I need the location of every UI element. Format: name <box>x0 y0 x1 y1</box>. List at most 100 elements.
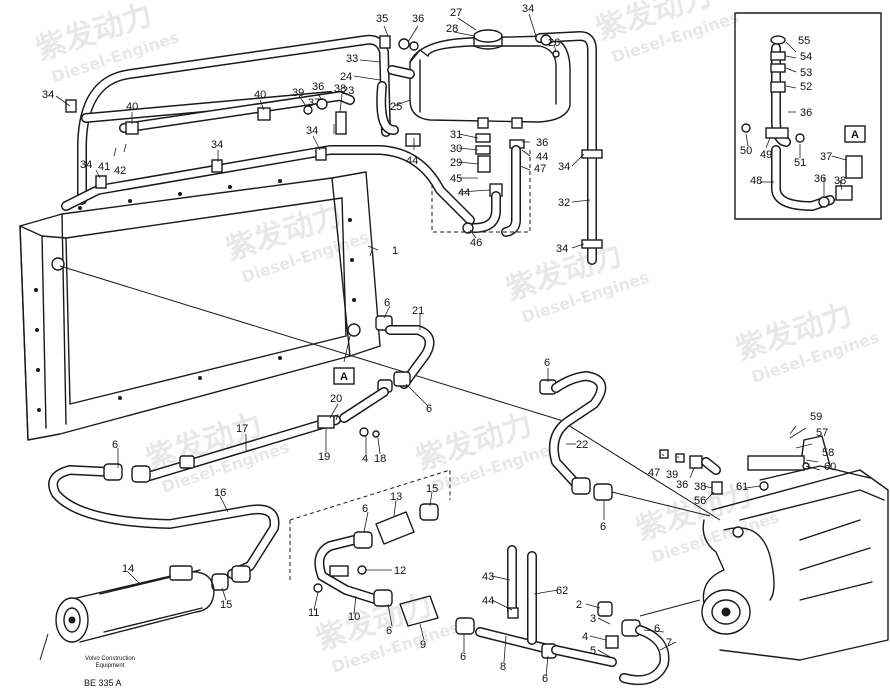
bolt <box>359 427 369 437</box>
banjo-fitting <box>409 41 419 51</box>
clamp <box>379 35 391 49</box>
hose-clamp <box>353 531 373 549</box>
callout: 36 <box>312 81 324 93</box>
callout: 18 <box>374 453 386 465</box>
manufacturer-line1: Volvo Construction <box>85 656 135 662</box>
callout: 37 <box>820 151 832 163</box>
watermark-mark: 紫发动力 Diesel-Engines <box>142 407 292 496</box>
callout-labels: 35 36 27 28 34 26 33 24 23 25 34 40 40 3… <box>42 3 846 685</box>
hose-sleeve <box>399 595 439 627</box>
hose-clamp <box>211 573 229 591</box>
detail-sensor <box>845 155 863 179</box>
callout: 13 <box>390 491 402 503</box>
watermark-mark: 紫发动力 Diesel-Engines <box>502 237 652 326</box>
callout: 45 <box>450 173 462 185</box>
callout: 6 <box>386 625 392 637</box>
callout: 6 <box>654 623 660 635</box>
banjo-fitting <box>540 34 552 46</box>
callout: 41 <box>98 161 110 173</box>
callout: 34 <box>211 139 223 151</box>
callout: 48 <box>750 175 762 187</box>
callout: 34 <box>42 89 54 101</box>
tank-filler-cap <box>473 29 503 43</box>
tank-outlet <box>511 117 523 129</box>
callout: 21 <box>412 305 424 317</box>
callout: 15 <box>220 599 232 611</box>
manufacturer-line2: Equipment <box>96 663 125 669</box>
callout: 8 <box>500 661 506 673</box>
washer <box>475 145 491 155</box>
detail-washer <box>770 51 786 61</box>
bolt <box>313 583 323 593</box>
callout: 19 <box>318 451 330 463</box>
union-fitting <box>316 98 328 110</box>
hose-clamp <box>455 617 475 635</box>
detail-marker-main: A <box>333 367 355 385</box>
callout: 34 <box>558 161 570 173</box>
detail-nipple <box>770 35 786 45</box>
callout: 32 <box>558 197 570 209</box>
detail-adapter <box>770 81 786 93</box>
washer <box>475 133 491 143</box>
detail-marker-label: A <box>851 129 859 141</box>
callout: 42 <box>114 165 126 177</box>
callout: 6 <box>460 651 466 663</box>
expansion-tank <box>376 29 603 265</box>
callout: 9 <box>420 639 426 651</box>
callout: 55 <box>798 35 810 47</box>
callout: 36 <box>676 479 688 491</box>
callout: 26 <box>548 37 560 49</box>
callout: 20 <box>330 393 342 405</box>
watermark-mark: 紫发动力 Diesel-Engines <box>732 297 882 386</box>
leader-lines <box>55 13 847 677</box>
callout: 5 <box>590 645 596 657</box>
detail-banjo-bolt <box>818 196 830 208</box>
engine-fittings <box>659 449 723 495</box>
clamp <box>65 99 77 113</box>
hose-clamp <box>393 371 411 387</box>
hose-clamp <box>593 483 613 501</box>
fitting <box>659 449 669 459</box>
callout: 34 <box>80 159 92 171</box>
watermark-mark: 紫发动力 Diesel-Engines <box>592 0 742 67</box>
callout: 31 <box>450 129 462 141</box>
callout: 44 <box>482 595 494 607</box>
hose-clamp <box>373 589 393 607</box>
callout: 38 <box>334 83 346 95</box>
callout: 38 <box>834 175 846 187</box>
callout: 15 <box>426 483 438 495</box>
callout: 53 <box>800 67 812 79</box>
callout: 54 <box>800 51 812 63</box>
drawing-number: BE 335 A <box>84 678 122 688</box>
callout: 30 <box>450 143 462 155</box>
adapter <box>507 607 519 619</box>
callout: 3 <box>590 613 596 625</box>
detail-banjo <box>835 185 853 201</box>
callout: 34 <box>306 125 318 137</box>
watermark-mark: 紫发动力 Diesel-Engines <box>32 0 182 87</box>
clamp <box>405 133 421 147</box>
callout: 44 <box>536 151 548 163</box>
engine-port <box>732 526 744 538</box>
nut <box>372 430 380 438</box>
callout: 10 <box>348 611 360 623</box>
clamp <box>315 147 327 161</box>
callout: 33 <box>346 53 358 65</box>
engine-bracket <box>747 455 805 471</box>
nut <box>357 565 367 575</box>
callout: 37 <box>308 97 320 109</box>
callout: 25 <box>390 101 402 113</box>
callout: 27 <box>450 7 462 19</box>
callout: 24 <box>340 71 352 83</box>
hose-clamp <box>597 601 613 617</box>
clamp <box>257 107 271 121</box>
banjo-fitting <box>303 105 313 115</box>
hose-clamp <box>103 463 123 481</box>
detail-inset <box>734 12 882 220</box>
banjo-fitting <box>398 38 410 50</box>
callout: 7 <box>666 637 672 649</box>
radiator-inlet-port <box>51 257 65 271</box>
hose-clamp <box>131 465 151 483</box>
radiator-rivets <box>34 179 356 412</box>
callout: 6 <box>384 297 390 309</box>
